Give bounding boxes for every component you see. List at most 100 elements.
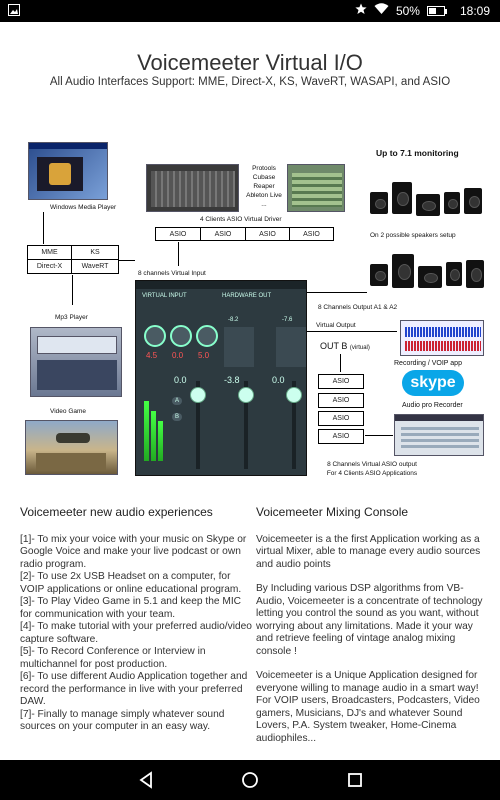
speaker bbox=[370, 192, 388, 214]
daw-screenshot-2 bbox=[287, 164, 345, 212]
speaker bbox=[446, 262, 462, 286]
fader[interactable] bbox=[244, 381, 248, 469]
mp3-player-label: Mp3 Player bbox=[55, 314, 88, 321]
io-diagram: Windows Media Player MME KS Direct-X Wav… bbox=[0, 22, 500, 482]
windows-media-player-label: Windows Media Player bbox=[50, 204, 117, 211]
asio-right-3: ASIO bbox=[318, 411, 364, 426]
home-icon[interactable] bbox=[240, 770, 260, 790]
left-column-heading: Voicemeeter new audio experiences bbox=[20, 505, 213, 519]
speaker bbox=[444, 192, 460, 214]
skype-logo: skype bbox=[402, 370, 464, 396]
daw-list: Protools Cubase Reaper Ableton Live ... bbox=[246, 165, 282, 208]
asio-top-2: ASIO bbox=[200, 227, 246, 241]
daw-screenshot-1 bbox=[146, 164, 239, 212]
knob[interactable] bbox=[196, 325, 218, 347]
fader-cap[interactable] bbox=[286, 387, 302, 403]
status-bar: 50% 18:09 bbox=[0, 0, 500, 22]
arrow bbox=[178, 242, 179, 266]
list-item: [2]- To use 2x USB Headset on a computer… bbox=[20, 571, 242, 595]
knob-value: 4.5 bbox=[146, 351, 158, 360]
navigation-bar bbox=[0, 760, 500, 800]
arrow bbox=[119, 260, 135, 261]
speaker bbox=[392, 182, 412, 214]
arrow bbox=[340, 354, 341, 372]
list-item: [3]- To Play Video Game in 5.1 and keep … bbox=[20, 596, 242, 620]
out-b-label: OUT B (virtual) bbox=[320, 341, 370, 351]
level-meter bbox=[151, 411, 156, 461]
right-column-paragraphs: Voicemeeter is a the first Application w… bbox=[256, 534, 488, 746]
battery-icon bbox=[426, 5, 447, 16]
knob[interactable] bbox=[170, 325, 192, 347]
virtual-input-label: 8 channels Virtual Input bbox=[138, 270, 206, 277]
page-subtitle: All Audio Interfaces Support: MME, Direc… bbox=[49, 76, 451, 88]
audio-pro-recorder-label: Audio pro Recorder bbox=[402, 402, 463, 409]
tag[interactable]: A bbox=[172, 397, 183, 405]
recent-apps-icon[interactable] bbox=[345, 770, 365, 790]
waveform-screenshot bbox=[400, 320, 484, 356]
speaker bbox=[418, 266, 442, 288]
windows-media-player-screenshot bbox=[28, 142, 108, 200]
arrow bbox=[307, 292, 367, 293]
monitoring-label: Up to 7.1 monitoring bbox=[376, 148, 459, 158]
clock: 18:09 bbox=[459, 3, 490, 18]
level-meter bbox=[158, 421, 163, 461]
tag[interactable]: B bbox=[172, 413, 183, 421]
fader-value: -3.8 bbox=[224, 375, 240, 385]
mp3-player-screenshot bbox=[30, 327, 122, 397]
level-meter bbox=[144, 401, 149, 461]
list-item: [7]- Finally to manage simply whatever s… bbox=[20, 708, 225, 733]
speaker bbox=[392, 254, 414, 288]
arrow bbox=[365, 435, 393, 436]
wifi-icon bbox=[374, 3, 389, 18]
right-column: Voicemeeter Mixing Console Voicemeeter i… bbox=[256, 506, 488, 757]
interface-directx: Direct-X bbox=[27, 259, 72, 274]
asio-right-2: ASIO bbox=[318, 393, 364, 408]
speaker bbox=[416, 194, 440, 216]
fader-cap[interactable] bbox=[238, 387, 254, 403]
back-icon[interactable] bbox=[137, 770, 157, 790]
clients-asio-label: 4 Clients ASIO Virtual Driver bbox=[200, 216, 282, 223]
channels-output-label: 8 Channels Output A1 & A2 bbox=[318, 304, 398, 311]
paragraph: Voicemeeter is a Unique Application desi… bbox=[256, 670, 480, 744]
battery-percent: 50% bbox=[395, 3, 420, 18]
fader[interactable] bbox=[196, 381, 200, 469]
right-column-heading: Voicemeeter Mixing Console bbox=[256, 505, 409, 519]
asio-right-1: ASIO bbox=[318, 374, 364, 389]
left-column-list: [1]- To mix your voice with your music o… bbox=[20, 534, 252, 734]
virtual-output-label: Virtual Output bbox=[316, 322, 356, 329]
list-item: [6]- To use different Audio Application … bbox=[20, 671, 248, 707]
speaker bbox=[464, 188, 482, 214]
asio-top-3: ASIO bbox=[245, 227, 290, 241]
speaker bbox=[370, 264, 388, 286]
left-column: Voicemeeter new audio experiences [1]- T… bbox=[20, 506, 252, 734]
video-game-label: Video Game bbox=[50, 408, 87, 415]
arrow bbox=[307, 331, 397, 332]
knob[interactable] bbox=[144, 325, 166, 347]
recorder-screenshot bbox=[394, 414, 484, 456]
video-game-screenshot bbox=[25, 420, 118, 475]
arrow bbox=[43, 212, 44, 244]
arrow bbox=[72, 275, 73, 305]
meter-readout: -8.2 bbox=[228, 317, 239, 323]
fader[interactable] bbox=[292, 381, 296, 469]
list-item: [5]- To Record Conference or Interview i… bbox=[20, 646, 206, 670]
out-b-note: (virtual) bbox=[349, 345, 370, 351]
asio-top-4: ASIO bbox=[289, 227, 334, 241]
recording-voip-label: Recording / VOIP app bbox=[394, 360, 462, 367]
page-content: Voicemeeter Virtual I/O All Audio Interf… bbox=[0, 22, 500, 760]
interface-wavert: WaveRT bbox=[71, 259, 119, 274]
knob-value: 0.0 bbox=[172, 351, 184, 360]
meter-readout: -7.6 bbox=[282, 317, 293, 323]
paragraph: Voicemeeter is a the first Application w… bbox=[256, 533, 481, 570]
fader-value: 0.0 bbox=[272, 375, 285, 385]
interface-ks: KS bbox=[71, 245, 119, 260]
fader-cap[interactable] bbox=[190, 387, 206, 403]
speakers-setup-label: On 2 possible speakers setup bbox=[370, 232, 456, 239]
list-item: [4]- To make tutorial with your preferre… bbox=[20, 621, 252, 645]
speaker bbox=[466, 260, 484, 288]
fader-value: 0.0 bbox=[174, 375, 187, 385]
asio-right-4: ASIO bbox=[318, 429, 364, 444]
asio-top-1: ASIO bbox=[155, 227, 201, 241]
page-title: Voicemeeter Virtual I/O bbox=[137, 50, 363, 75]
out-b: OUT B bbox=[320, 341, 348, 351]
